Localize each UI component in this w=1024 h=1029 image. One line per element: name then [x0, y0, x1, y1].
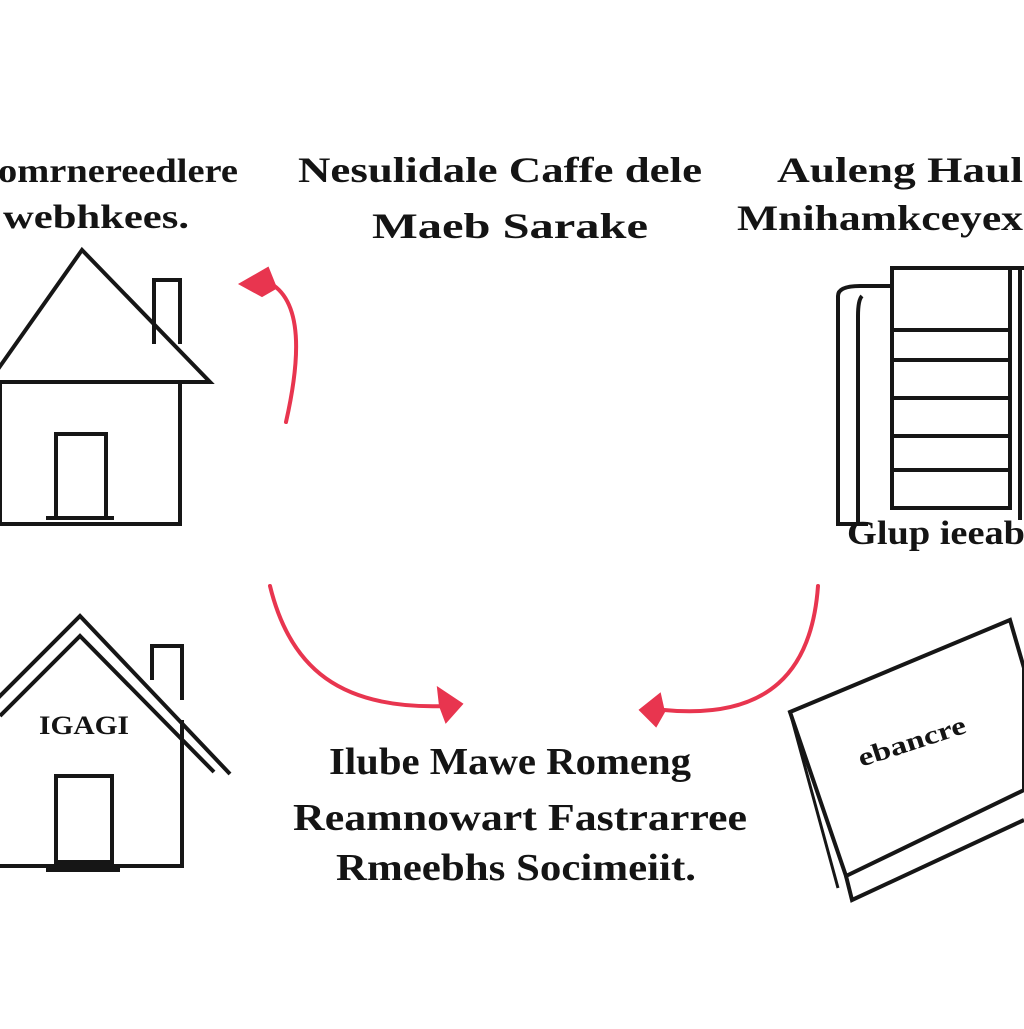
- arrow-down-center-right: [638, 584, 820, 728]
- bottom-center-label-line-2: Reamnowart Fastrarree: [293, 797, 747, 839]
- bottom-center-label-line-3: Rmeebhs Socimeiit.: [336, 847, 696, 889]
- bottom-center-label-line-1: Ilube Mawe Romeng: [329, 741, 691, 783]
- top-center-label-line-1: Nesulidale Caffe dele: [298, 150, 702, 190]
- top-center-label-line-2: Maeb Sarake: [372, 206, 648, 246]
- bottom-center-label: Ilube Mawe Romeng Reamnowart Fastrarree …: [293, 741, 747, 889]
- top-right-label-line-2: Mnihamkceyex: [737, 198, 1023, 238]
- top-left-label-line-1: omrnereedlere: [0, 153, 238, 190]
- house-icon-bottom: IGAGI: [0, 613, 232, 872]
- book-icon: ebancre: [787, 617, 1024, 903]
- shelf-icon: Glup ieeab: [836, 266, 1024, 552]
- top-center-label: Nesulidale Caffe dele Maeb Sarake: [298, 150, 702, 246]
- top-left-label-line-2: webhkees.: [3, 199, 189, 236]
- top-right-label: Auleng Haul Mnihamkceyex: [737, 150, 1023, 238]
- arrow-up-left: [237, 266, 299, 424]
- house-sign-text: IGAGI: [39, 711, 129, 740]
- arrow-down-center-left: [268, 584, 464, 724]
- shelf-caption: Glup ieeab: [847, 515, 1024, 552]
- house-icon-top: [0, 246, 215, 526]
- top-left-label: omrnereedlere webhkees.: [0, 153, 238, 236]
- top-right-label-line-1: Auleng Haul: [777, 150, 1023, 190]
- book-title: ebancre: [854, 710, 969, 772]
